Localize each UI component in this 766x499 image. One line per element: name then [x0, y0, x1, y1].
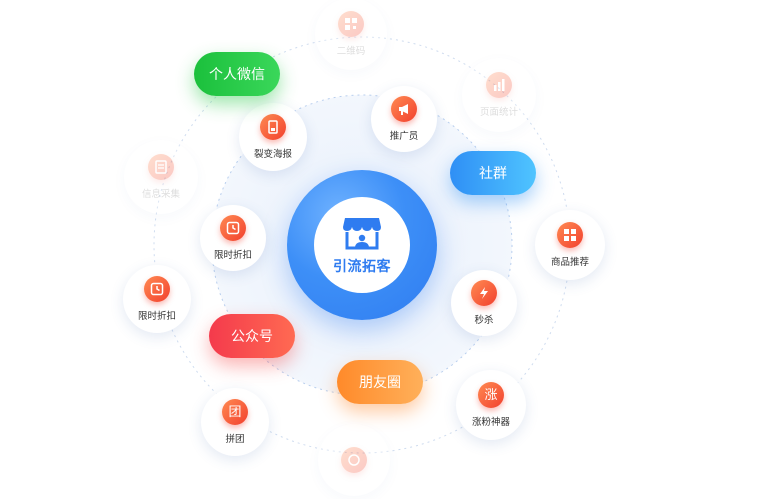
form-icon [148, 154, 174, 180]
node-group-buy[interactable]: 团 拼团 [201, 388, 269, 456]
pill-wechat[interactable]: 个人微信 [194, 52, 280, 96]
poster-icon [260, 114, 286, 140]
node-label: 限时折扣 [213, 250, 252, 261]
qrcode-icon [338, 11, 364, 37]
pill-moments[interactable]: 朋友圈 [337, 360, 423, 404]
node-promoter[interactable]: 推广员 [371, 86, 437, 152]
pill-official-account[interactable]: 公众号 [209, 314, 295, 358]
clock-icon [220, 215, 246, 241]
grid-icon [557, 222, 583, 248]
bar-chart-icon [486, 72, 512, 98]
node-bottom-hidden[interactable] [318, 424, 390, 496]
hub-circle: 引流拓客 [287, 170, 437, 320]
node-recommend[interactable]: 商品推荐 [535, 210, 605, 280]
node-poster[interactable]: 裂变海报 [239, 103, 307, 171]
node-qrcode[interactable]: 二维码 [315, 0, 387, 70]
storefront-icon [343, 218, 381, 250]
node-label: 二维码 [336, 46, 366, 57]
node-label: 拼团 [225, 434, 245, 445]
megaphone-icon [391, 96, 417, 122]
node-label: 限时折扣 [137, 311, 176, 322]
node-page-stats[interactable]: 页面统计 [462, 58, 536, 132]
node-info-collect[interactable]: 信息采集 [124, 140, 198, 214]
node-label: 页面统计 [479, 107, 518, 118]
lightning-icon [471, 280, 497, 306]
node-flash-discount-outer[interactable]: 限时折扣 [123, 265, 191, 333]
group-buy-icon: 团 [222, 399, 248, 425]
node-seckill[interactable]: 秒杀 [451, 270, 517, 336]
pill-community[interactable]: 社群 [450, 151, 536, 195]
node-flash-discount-inner[interactable]: 限时折扣 [200, 205, 266, 271]
node-label: 裂变海报 [253, 149, 292, 160]
hub-title: 引流拓客 [333, 259, 391, 275]
node-label: 商品推荐 [550, 257, 589, 268]
node-fans-booster[interactable]: 涨 涨粉神器 [456, 370, 526, 440]
node-label: 推广员 [389, 131, 419, 142]
node-label: 涨粉神器 [471, 417, 510, 428]
node-label: 秒杀 [474, 315, 494, 326]
fans-booster-icon: 涨 [478, 382, 504, 408]
clock-icon [144, 276, 170, 302]
bottom-hidden-icon [341, 447, 367, 473]
node-label: 信息采集 [141, 189, 180, 200]
hub-inner: 引流拓客 [314, 197, 410, 293]
